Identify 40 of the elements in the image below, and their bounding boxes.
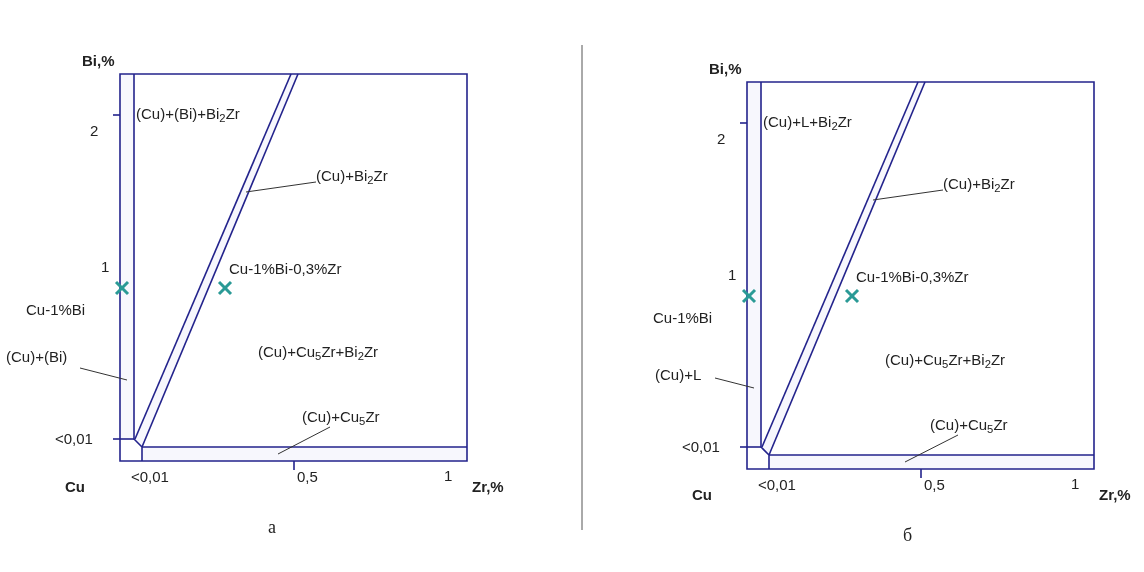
leader-line [245, 181, 317, 193]
phase-region-label: (Cu)+Cu$_{5}$Zr+Bi$_{2}$Zr [885, 351, 1006, 369]
leader-line [714, 377, 755, 389]
tick-label: <0,01 [758, 476, 796, 494]
leader-line [904, 434, 959, 463]
phase-region-label: (Cu)+(Bi) [6, 348, 68, 366]
phase-region-label: (Cu)+Bi$_{2}$Zr [943, 175, 1015, 193]
panel-letter: а [268, 518, 276, 536]
phase-region-label: (Cu)+Cu$_{5}$Zr [302, 408, 380, 426]
axis-title: Bi,% [82, 52, 115, 70]
tick-label: 2 [717, 130, 726, 148]
leader-line [872, 189, 944, 201]
tick-label: 1 [444, 467, 453, 485]
axis-title: Cu [65, 478, 85, 496]
phase-region-label: (Cu)+(Bi)+Bi$_{2}$Zr [136, 105, 240, 123]
leader-line [277, 426, 331, 455]
tick-label: 1 [728, 266, 737, 284]
tick-label: 1 [1071, 475, 1080, 493]
tick-label: <0,01 [682, 438, 720, 456]
axis-title: Cu [692, 486, 712, 504]
axis-title: Zr,% [1099, 486, 1131, 504]
panel-letter: б [903, 526, 913, 544]
tick-label: 1 [101, 258, 110, 276]
tick-label: <0,01 [55, 430, 93, 448]
phase-region-label: (Cu)+L [655, 366, 702, 384]
phase-region-label: (Cu)+L+Bi$_{2}$Zr [763, 113, 852, 131]
alloy-label: Cu-1%Bi-0,3%Zr [229, 260, 342, 278]
tick-label: <0,01 [131, 468, 169, 486]
axis-title: Bi,% [709, 60, 742, 78]
alloy-label: Cu-1%Bi [653, 309, 713, 327]
alloy-label: Cu-1%Bi-0,3%Zr [856, 268, 969, 286]
phase-region-label: (Cu)+Cu$_{5}$Zr [930, 416, 1008, 434]
tick-label: 0,5 [924, 476, 945, 494]
tick-label: 0,5 [297, 468, 318, 486]
tick-label: 2 [90, 122, 99, 140]
phase-region-label: (Cu)+Cu$_{5}$Zr+Bi$_{2}$Zr [258, 343, 379, 361]
leader-line [79, 367, 128, 381]
phase-region-label: (Cu)+Bi$_{2}$Zr [316, 167, 388, 185]
alloy-label: Cu-1%Bi [26, 301, 86, 319]
axis-title: Zr,% [472, 478, 504, 496]
